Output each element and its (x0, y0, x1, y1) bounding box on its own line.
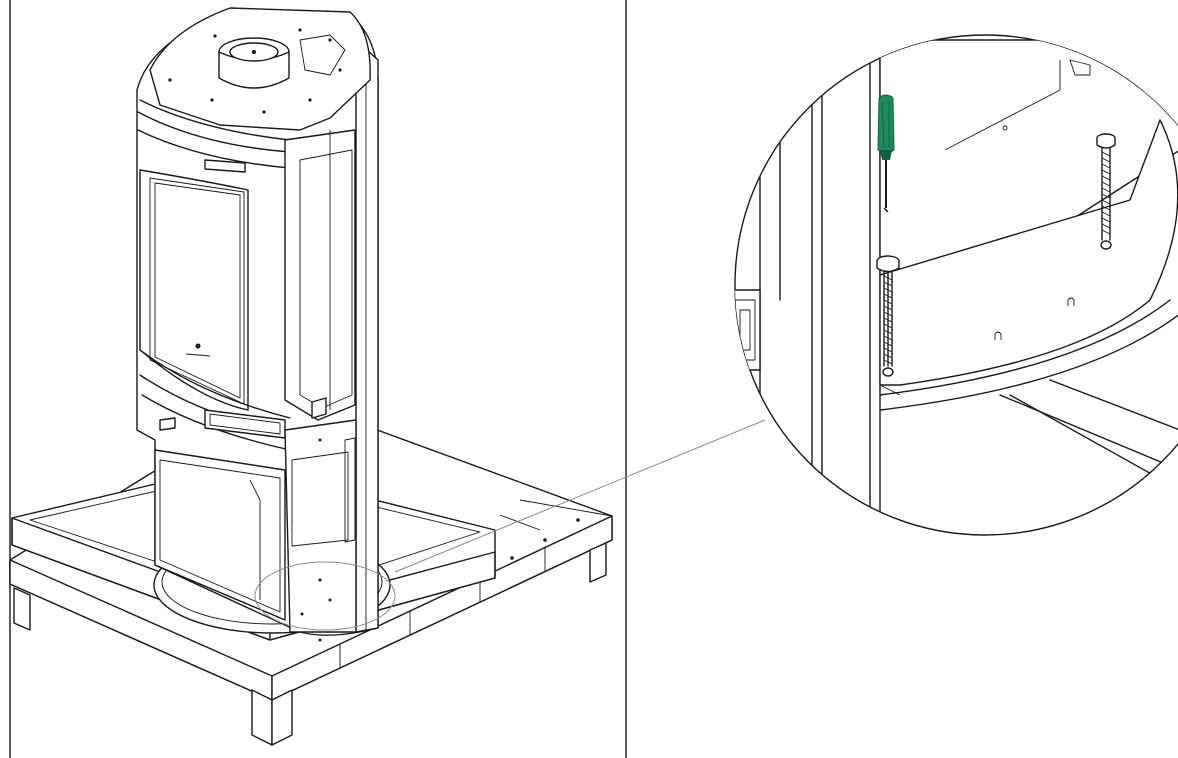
detail-view (734, 34, 1178, 536)
screw-icon (876, 255, 900, 377)
main-view-frame (9, 0, 627, 758)
detail-marker (254, 561, 396, 631)
screw-icon (1096, 133, 1116, 250)
stove (136, 7, 391, 636)
screwdriver-icon (877, 94, 895, 213)
leader-line (394, 419, 766, 573)
